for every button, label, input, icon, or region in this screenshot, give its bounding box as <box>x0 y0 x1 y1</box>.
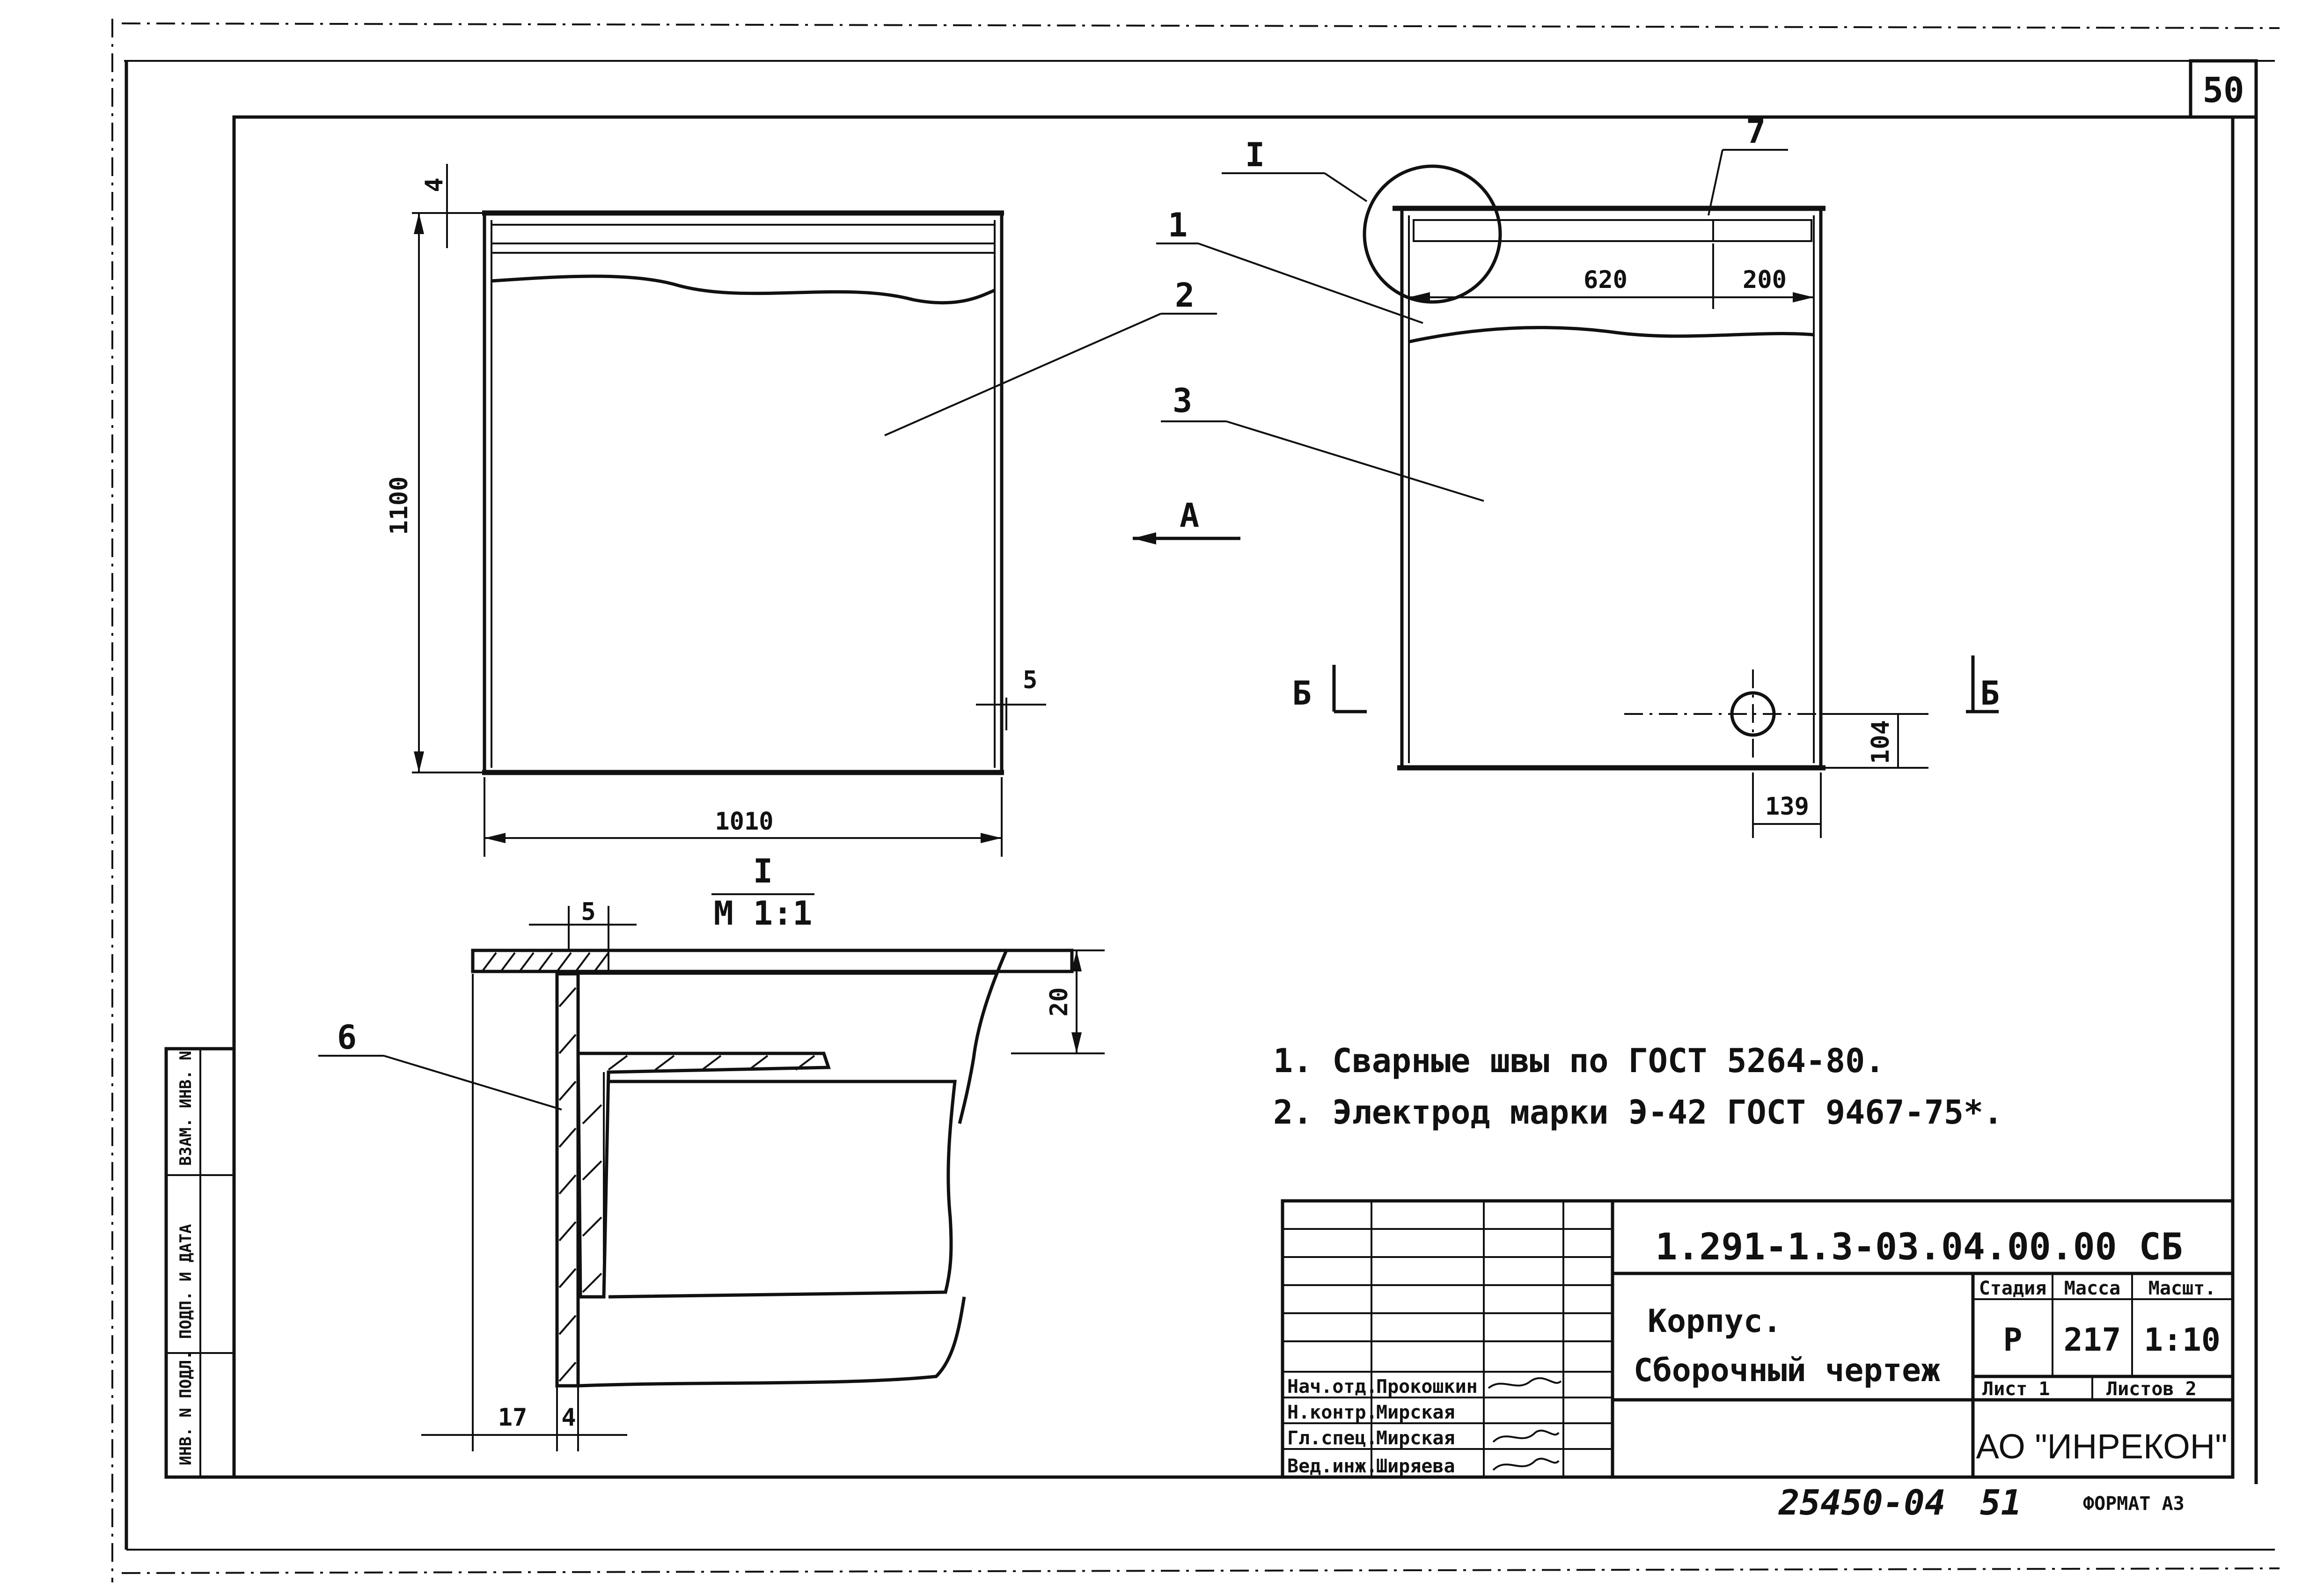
svg-text:1: 1 <box>1168 206 1188 244</box>
svg-text:Масса: Масса <box>2064 1278 2120 1299</box>
svg-text:4: 4 <box>561 1404 576 1432</box>
svg-text:1010: 1010 <box>715 808 773 836</box>
svg-text:6: 6 <box>337 1018 357 1057</box>
svg-text:50: 50 <box>2202 70 2244 110</box>
svg-text:217: 217 <box>2064 1322 2121 1359</box>
svg-text:ИНВ. N ПОДЛ.: ИНВ. N ПОДЛ. <box>176 1350 195 1465</box>
svg-text:Мирская: Мирская <box>1376 1427 1455 1449</box>
svg-text:20: 20 <box>1045 987 1073 1017</box>
svg-text:5: 5 <box>581 898 595 926</box>
svg-text:2: 2 <box>1175 276 1195 315</box>
side-stamp: ИНВ. N ПОДЛ. ПОДП. И ДАТА ВЗАМ. ИНВ. N <box>164 1047 236 1479</box>
svg-text:Масшт.: Масшт. <box>2148 1278 2216 1299</box>
svg-text:Нач.отд.: Нач.отд. <box>1287 1376 1378 1397</box>
svg-text:Листов 2: Листов 2 <box>2106 1378 2197 1400</box>
side-view: I 620 200 1 3 7 104 139 <box>1156 112 2000 838</box>
svg-text:104: 104 <box>1867 720 1895 764</box>
svg-text:Прокошкин: Прокошкин <box>1376 1376 1478 1397</box>
svg-text:139: 139 <box>1765 793 1809 821</box>
svg-text:1100: 1100 <box>385 476 413 535</box>
svg-text:АО "ИНРЕКОН": АО "ИНРЕКОН" <box>1976 1427 2227 1466</box>
svg-text:17: 17 <box>498 1404 528 1432</box>
svg-text:М 1:1: М 1:1 <box>714 894 813 933</box>
svg-text:1. Сварные швы по ГОСТ 5264-80: 1. Сварные швы по ГОСТ 5264-80. <box>1273 1042 1884 1080</box>
svg-text:Вед.инж.: Вед.инж. <box>1287 1456 1378 1477</box>
title-block: Нач.отд. Н.контр. Гл.спец. Вед.инж. Прок… <box>1281 1199 2235 1479</box>
svg-text:Лист 1: Лист 1 <box>1982 1378 2050 1400</box>
archive-info: 25450-04 51 ФОРМАТ А3 <box>1778 1483 2185 1523</box>
svg-text:Корпус.: Корпус. <box>1648 1303 1782 1340</box>
svg-text:I: I <box>1245 136 1265 174</box>
svg-text:Мирская: Мирская <box>1376 1402 1455 1423</box>
front-view: 1100 4 1010 5 2 <box>385 164 1217 857</box>
svg-text:Сборочный чертеж: Сборочный чертеж <box>1634 1352 1940 1389</box>
svg-text:А: А <box>1180 496 1199 535</box>
svg-text:Ширяева: Ширяева <box>1376 1456 1455 1477</box>
svg-text:25450-04: 25450-04 <box>1778 1483 1945 1523</box>
svg-text:51: 51 <box>1980 1483 2022 1523</box>
svg-text:1.291-1.3-03.04.00.00 СБ: 1.291-1.3-03.04.00.00 СБ <box>1655 1226 2183 1268</box>
svg-text:ФОРМАТ А3: ФОРМАТ А3 <box>2083 1493 2185 1515</box>
svg-text:7: 7 <box>1746 112 1766 151</box>
sheet-edges <box>111 19 2280 1582</box>
svg-text:620: 620 <box>1584 266 1628 294</box>
svg-text:3: 3 <box>1173 382 1192 420</box>
svg-text:5: 5 <box>1023 666 1037 694</box>
svg-text:Н.контр.: Н.контр. <box>1287 1402 1378 1423</box>
view-arrow-a: А <box>1133 496 1240 544</box>
svg-text:Р: Р <box>2003 1322 2023 1359</box>
svg-text:200: 200 <box>1743 266 1787 294</box>
svg-text:Стадия: Стадия <box>1979 1278 2047 1299</box>
svg-text:ПОДП. И ДАТА: ПОДП. И ДАТА <box>176 1224 195 1339</box>
page-number-box: 50 <box>2189 59 2258 119</box>
svg-text:Б: Б <box>1980 674 2000 713</box>
svg-text:Б: Б <box>1292 674 1312 713</box>
svg-text:I: I <box>753 852 773 890</box>
technical-notes: 1. Сварные швы по ГОСТ 5264-80. 2. Элект… <box>1273 1042 2003 1132</box>
svg-text:ВЗАМ. ИНВ. N: ВЗАМ. ИНВ. N <box>176 1051 195 1166</box>
svg-text:4: 4 <box>420 177 448 192</box>
drawing-frame <box>232 115 2235 1479</box>
svg-text:2. Электрод марки Э-42 ГОСТ 94: 2. Электрод марки Э-42 ГОСТ 9467-75*. <box>1273 1093 2003 1132</box>
svg-text:Гл.спец.: Гл.спец. <box>1287 1427 1378 1449</box>
detail-view: I М 1:1 <box>318 852 1105 1451</box>
svg-text:1:10: 1:10 <box>2144 1322 2221 1359</box>
